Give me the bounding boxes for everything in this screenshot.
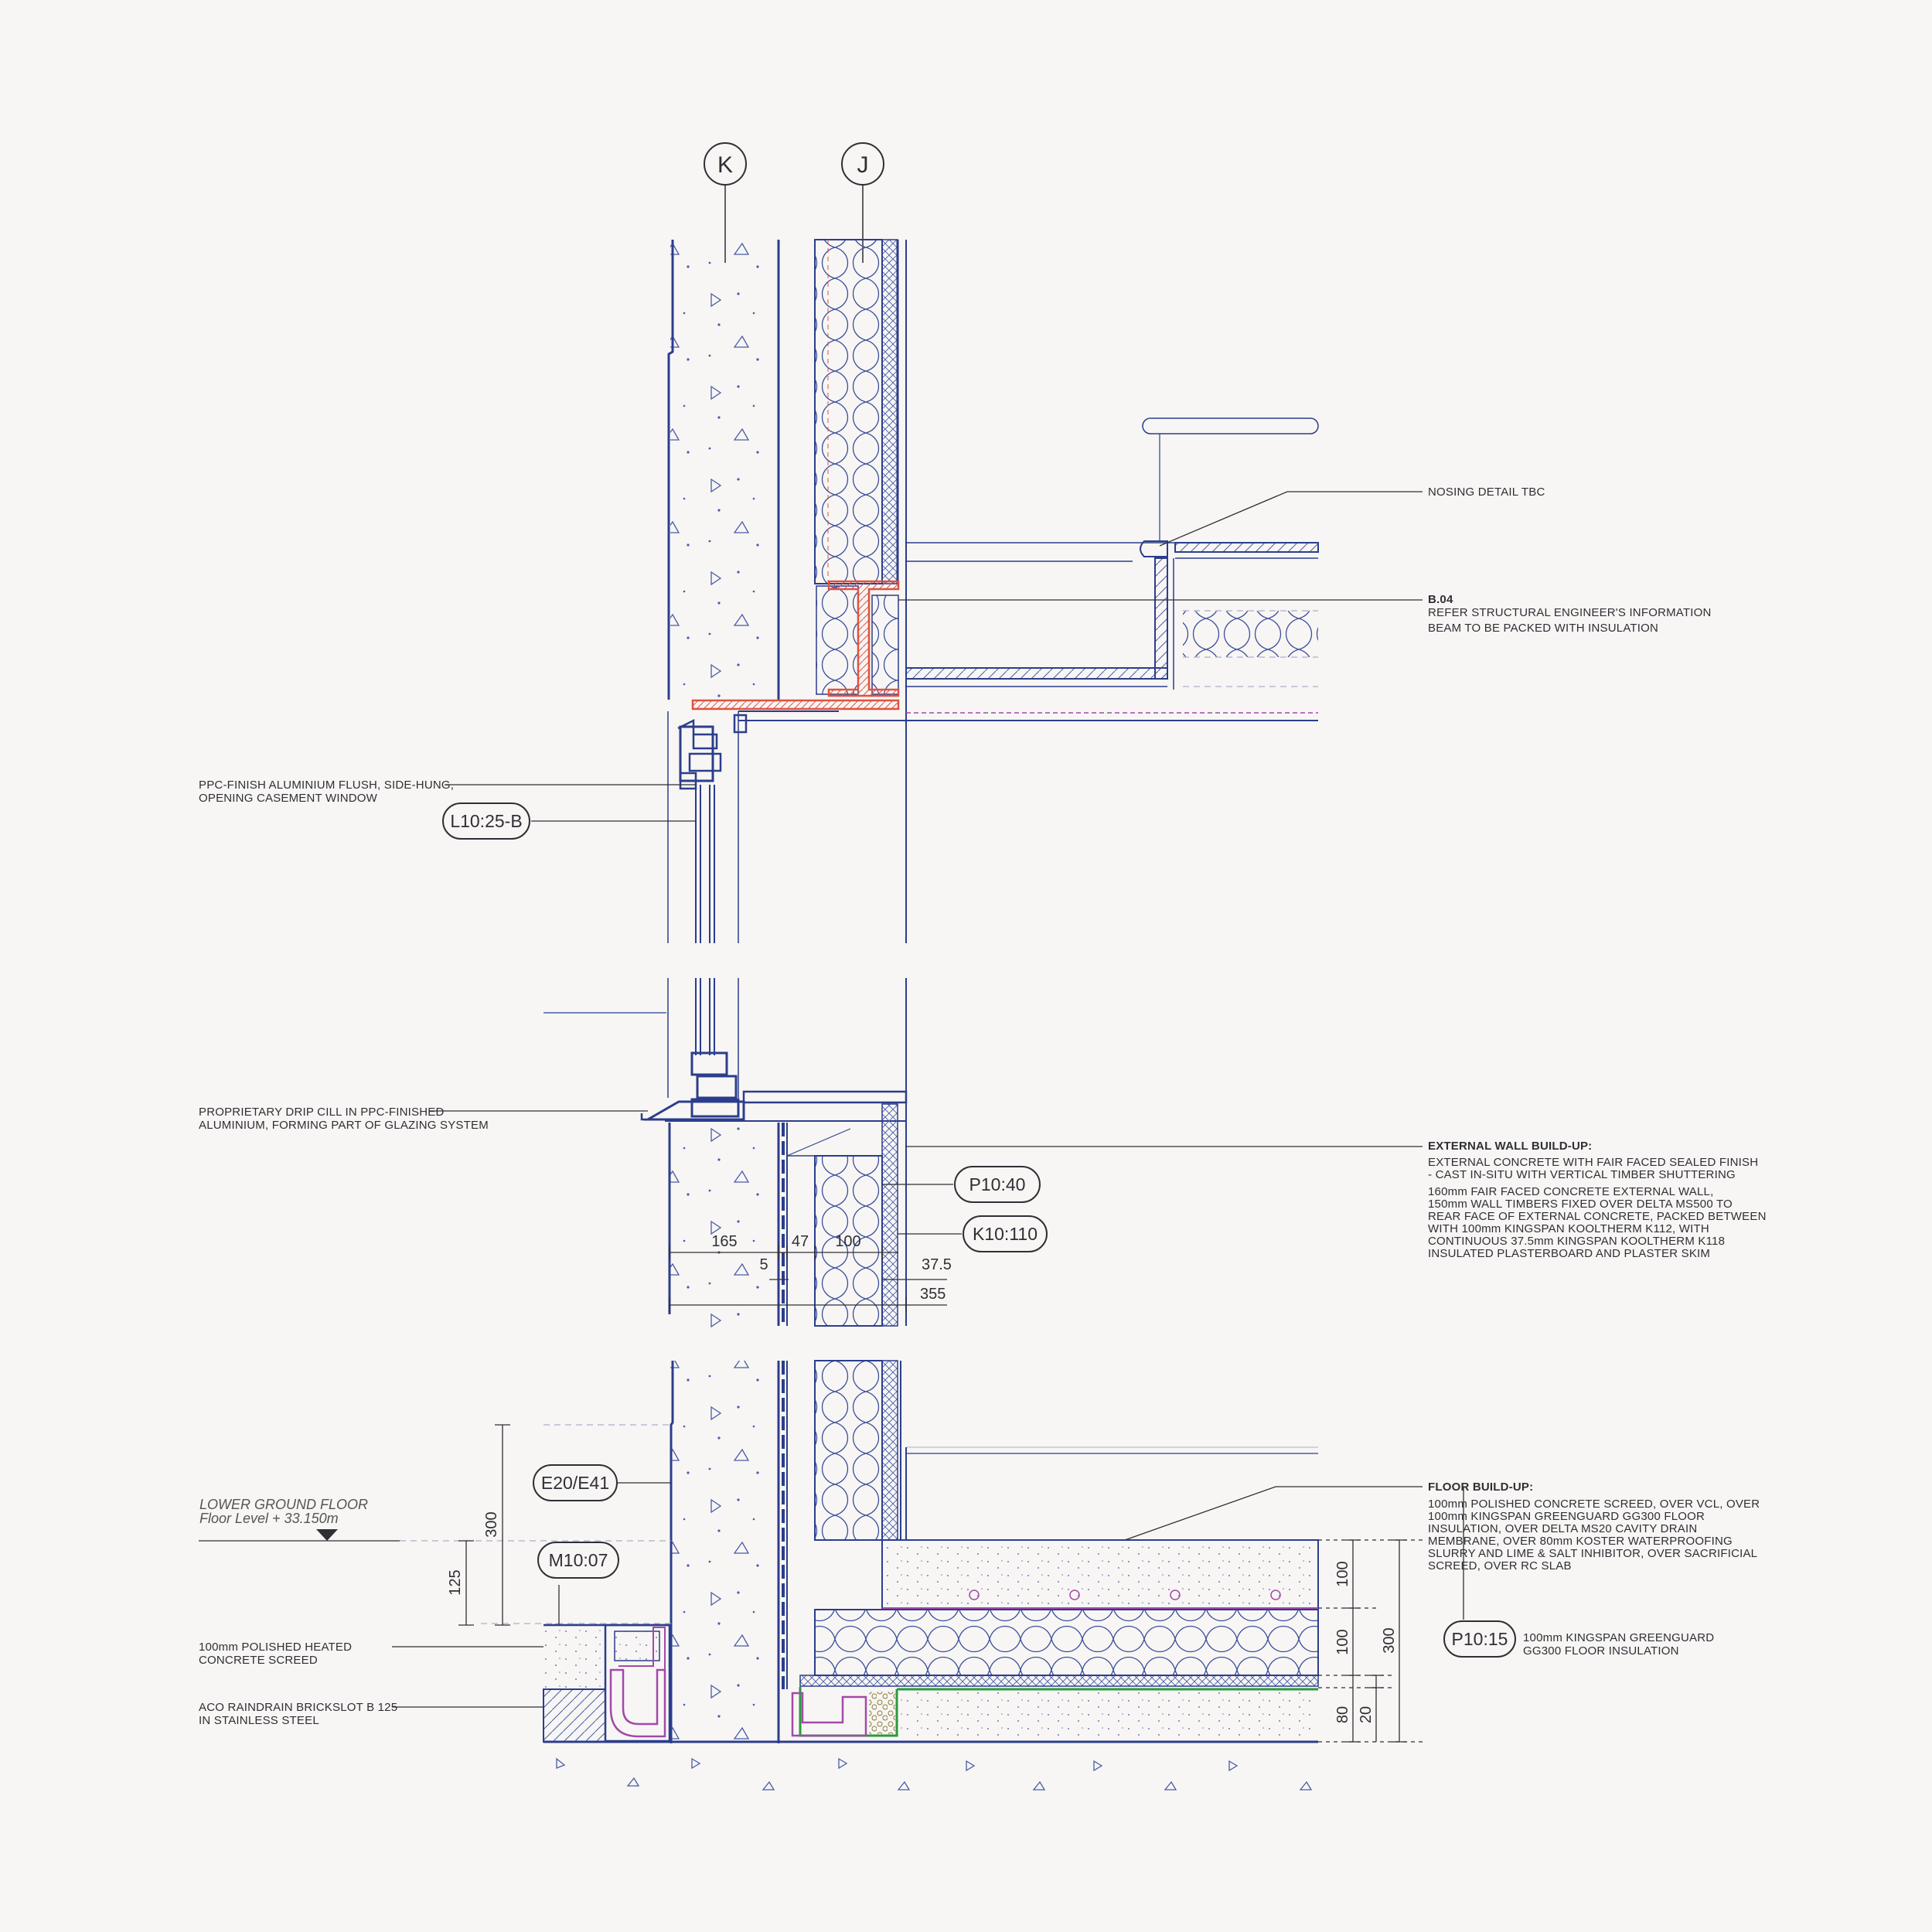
tag-l10-25-b: L10:25-B: [442, 802, 530, 840]
note-screed-line2: CONCRETE SCREED: [199, 1654, 318, 1667]
dim-47: 47: [792, 1233, 809, 1250]
dim-floor-100-mid: 100: [1334, 1629, 1351, 1654]
note-screed-line1: 100mm POLISHED HEATED: [199, 1641, 352, 1654]
tag-label-m10-07: M10:07: [549, 1550, 608, 1570]
dim-125: 125: [447, 1569, 464, 1595]
note-aco-line2: IN STAINLESS STEEL: [199, 1714, 319, 1727]
note-b04-title: B.04: [1428, 593, 1453, 606]
upper-floor-structure: [738, 417, 1319, 721]
note-floor-title: FLOOR BUILD-UP:: [1428, 1481, 1533, 1494]
note-floor-line4: MEMBRANE, OVER 80mm KOSTER WATERPROOFING: [1428, 1535, 1733, 1548]
floor-dimensions: [1318, 1539, 1423, 1743]
note-floor-line5: SLURRY AND LIME & SALT INHIBITOR, OVER S…: [1428, 1547, 1757, 1560]
level-marker: LOWER GROUND FLOOR Floor Level + 33.150m: [199, 1497, 368, 1526]
note-drip-line1: PROPRIETARY DRIP CILL IN PPC-FINISHED: [199, 1106, 444, 1119]
note-floor: FLOOR BUILD-UP: 100mm POLISHED CONCRETE …: [1428, 1481, 1760, 1573]
note-wall-p2-line6: INSULATED PLASTERBOARD AND PLASTER SKIM: [1428, 1247, 1710, 1260]
note-wall-p2-line4: WITH 100mm KINGSPAN KOOLTHERM K112, WITH: [1428, 1222, 1709, 1235]
note-b04: B.04 REFER STRUCTURAL ENGINEER'S INFORMA…: [1428, 593, 1712, 635]
note-heated-screed: 100mm POLISHED HEATED CONCRETE SCREED: [199, 1641, 352, 1667]
dim-5: 5: [759, 1256, 768, 1273]
window-frame-sill: [543, 978, 908, 1122]
dim-floor-20: 20: [1358, 1706, 1375, 1723]
tag-label-l10-25-b: L10:25-B: [450, 811, 522, 831]
middle-wall: [668, 1102, 907, 1327]
note-aco-line1: ACO RAINDRAIN BRICKSLOT B 125: [199, 1701, 397, 1714]
tag-m10-07: M10:07: [537, 1542, 619, 1579]
note-gg300-line2: GG300 FLOOR INSULATION: [1523, 1644, 1679, 1658]
tag-k10-110: K10:110: [963, 1215, 1048, 1252]
wall-dimensions: [669, 1245, 947, 1313]
level-value: Floor Level + 33.150m: [199, 1511, 339, 1526]
note-wall-title: EXTERNAL WALL BUILD-UP:: [1428, 1140, 1592, 1153]
note-b04-line1: REFER STRUCTURAL ENGINEER'S INFORMATION: [1428, 606, 1712, 619]
note-floor-line1: 100mm POLISHED CONCRETE SCREED, OVER VCL…: [1428, 1498, 1760, 1511]
dim-165: 165: [711, 1233, 737, 1250]
note-b04-line2: BEAM TO BE PACKED WITH INSULATION: [1428, 622, 1658, 635]
note-floor-line2: 100mm KINGSPAN GREENGUARD GG300 FLOOR: [1428, 1510, 1705, 1523]
grid-label-j: J: [857, 152, 869, 178]
level-dimensions: [458, 1424, 510, 1626]
dim-floor-100-top: 100: [1334, 1561, 1351, 1586]
note-gg300: 100mm KINGSPAN GREENGUARD GG300 FLOOR IN…: [1523, 1631, 1714, 1658]
level-name: LOWER GROUND FLOOR: [199, 1497, 368, 1512]
dim-floor-300: 300: [1381, 1627, 1398, 1653]
tag-p10-15: P10:15: [1443, 1620, 1516, 1658]
note-window: PPC-FINISH ALUMINIUM FLUSH, SIDE-HUNG, O…: [199, 779, 454, 805]
grid-label-k: K: [717, 152, 733, 178]
note-nosing-text: NOSING DETAIL TBC: [1428, 486, 1545, 499]
note-wall-p2-line5: CONTINUOUS 37.5mm KINGSPAN KOOLTHERM K11…: [1428, 1235, 1725, 1248]
note-wall-p1-line2: - CAST IN-SITU WITH VERTICAL TIMBER SHUT…: [1428, 1168, 1736, 1181]
tag-label-p10-40: P10:40: [969, 1174, 1026, 1194]
note-gg300-line1: 100mm KINGSPAN GREENGUARD: [1523, 1631, 1714, 1644]
dim-floor-80: 80: [1334, 1706, 1351, 1723]
note-nosing: NOSING DETAIL TBC: [1428, 486, 1545, 499]
tag-label-e20-e41: E20/E41: [541, 1473, 609, 1493]
note-wall-p1-line1: EXTERNAL CONCRETE WITH FAIR FACED SEALED…: [1428, 1156, 1758, 1169]
tag-p10-40: P10:40: [954, 1166, 1041, 1203]
note-drip-line2: ALUMINIUM, FORMING PART OF GLAZING SYSTE…: [199, 1119, 489, 1132]
upper-wall: [667, 239, 907, 943]
exterior-ground: [199, 1424, 671, 1743]
tag-label-k10-110: K10:110: [973, 1224, 1038, 1244]
floor-buildup: [543, 1539, 1319, 1791]
note-wall-p2-line3: REAR FACE OF EXTERNAL CONCRETE, PACKED B…: [1428, 1210, 1767, 1223]
dim-300-left: 300: [483, 1511, 500, 1537]
tag-e20-e41: E20/E41: [533, 1464, 618, 1501]
dim-37-5: 37.5: [922, 1256, 952, 1273]
note-floor-line3: INSULATION, OVER DELTA MS20 CAVITY DRAIN: [1428, 1522, 1697, 1535]
window-frame-head: [667, 711, 748, 943]
note-aco-drain: ACO RAINDRAIN BRICKSLOT B 125 IN STAINLE…: [199, 1701, 397, 1727]
tag-label-p10-15: P10:15: [1452, 1629, 1508, 1649]
note-wall-p2-line1: 160mm FAIR FACED CONCRETE EXTERNAL WALL,: [1428, 1185, 1713, 1198]
dim-100: 100: [835, 1233, 860, 1250]
note-floor-line6: SCREED, OVER RC SLAB: [1428, 1559, 1572, 1573]
lower-wall: [670, 1360, 1318, 1743]
note-drip-cill: PROPRIETARY DRIP CILL IN PPC-FINISHED AL…: [199, 1106, 489, 1132]
dim-355: 355: [920, 1286, 946, 1303]
note-external-wall: EXTERNAL WALL BUILD-UP: EXTERNAL CONCRET…: [1428, 1140, 1767, 1260]
note-wall-p2-line2: 150mm WALL TIMBERS FIXED OVER DELTA MS50…: [1428, 1198, 1733, 1211]
steel-beam-b04: [691, 580, 900, 712]
note-window-line2: OPENING CASEMENT WINDOW: [199, 792, 378, 805]
note-window-line1: PPC-FINISH ALUMINIUM FLUSH, SIDE-HUNG,: [199, 779, 454, 792]
